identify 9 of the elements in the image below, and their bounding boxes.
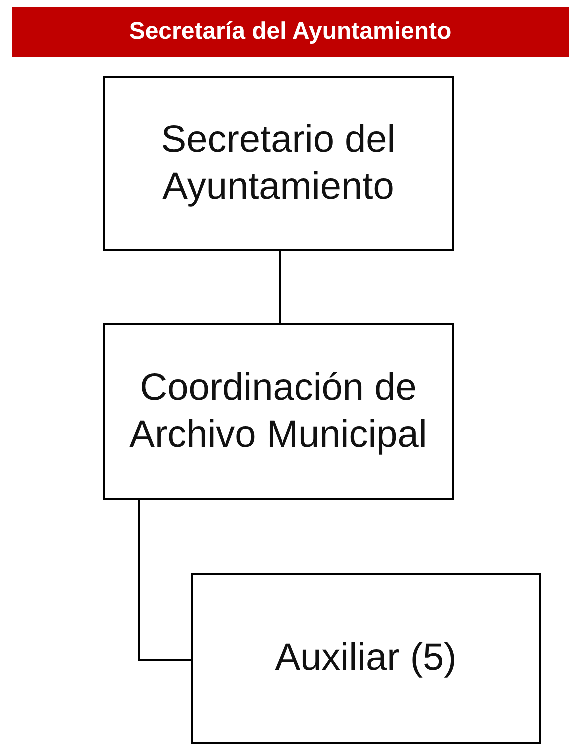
org-box	[103, 76, 454, 251]
connector-line	[138, 500, 191, 661]
box-label: Secretario del Ayuntamiento	[160, 118, 397, 210]
box-label: Auxiliar (5)	[274, 636, 458, 682]
title-banner: Secretaría del Ayuntamiento	[12, 7, 569, 57]
org-box	[103, 323, 454, 500]
connector-line	[280, 251, 282, 323]
org-box	[191, 573, 541, 744]
box-label: Coordinación de Archivo Municipal	[128, 366, 428, 458]
